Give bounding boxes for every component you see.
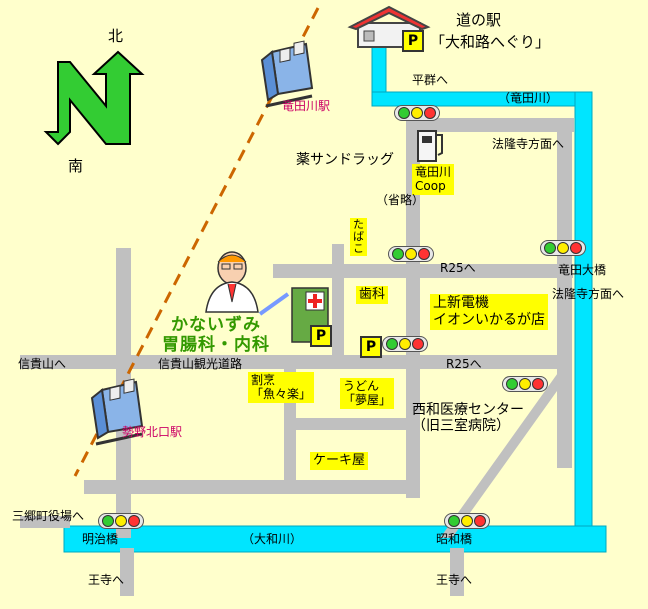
road-bottom-horizontal xyxy=(84,480,406,494)
yamato-river xyxy=(63,525,607,553)
dental-label: 歯科 xyxy=(356,286,389,304)
road-to-horyuji-upper xyxy=(406,118,574,132)
traffic-signal-icon xyxy=(540,240,586,256)
compass-north-label: 北 xyxy=(108,27,124,45)
clinic-name-label: かないずみ 胃腸科・内科 xyxy=(162,315,270,355)
to-heguri-label: 平群へ xyxy=(412,73,449,87)
road-cake-horizontal xyxy=(284,418,406,430)
to-horyuji-label-lower: 法隆寺方面へ xyxy=(552,287,625,301)
tatsuta-river xyxy=(574,91,593,533)
roadside-station-name: 道の駅 xyxy=(456,11,502,29)
udon-label: うどん 「夢屋」 xyxy=(340,378,395,409)
to-horyuji-label-upper: 法隆寺方面へ xyxy=(492,137,565,151)
road-vertical-center xyxy=(406,118,420,498)
parking-icon: P xyxy=(360,336,382,358)
tatsuta-bridge-label: 竜田大橋 xyxy=(558,263,607,277)
traffic-signal-icon xyxy=(382,336,428,352)
road-diagonal-showa xyxy=(440,370,572,538)
omitted-label: （省略） xyxy=(376,193,425,207)
doctor-icon xyxy=(205,251,290,316)
compass-south-label: 南 xyxy=(68,157,84,175)
tobacco-label: た ば こ xyxy=(350,218,367,257)
parking-icon: P xyxy=(402,30,424,52)
compass-arrow-icon xyxy=(43,50,145,146)
showa-bridge-label: 昭和橋 xyxy=(436,532,473,546)
meiji-bridge-label: 明治橋 xyxy=(82,532,119,546)
restaurant-label: 割烹 「魚々楽」 xyxy=(248,372,315,403)
to-oji-label-right: 王寺へ xyxy=(436,573,473,587)
drugstore-label: 薬サンドラッグ xyxy=(296,152,394,168)
seyakitaguchi-station-label: 勢野北口駅 xyxy=(122,425,183,439)
road-to-oji-left xyxy=(120,548,134,596)
tatsuta-river-top xyxy=(371,91,593,107)
traffic-signal-icon xyxy=(394,105,440,121)
gas-pump-icon xyxy=(417,130,443,162)
traffic-signal-icon xyxy=(388,246,434,262)
to-shigisan-label: 信貴山へ xyxy=(18,357,67,371)
train-icon xyxy=(260,40,314,108)
to-oji-label-left: 王寺へ xyxy=(88,573,125,587)
yamato-river-label: （大和川） xyxy=(242,532,303,546)
cake-shop-label: ケーキ屋 xyxy=(310,452,369,470)
traffic-signal-icon xyxy=(444,513,490,529)
electronics-label: 上新電機 イオンいかるが店 xyxy=(430,294,548,330)
road-to-oji-right xyxy=(450,548,464,596)
shigisan-road-label: 信貴山観光道路 xyxy=(158,357,243,371)
r25-lower-label: R25へ xyxy=(446,357,482,371)
roadside-station-subname: 「大和路へぐり」 xyxy=(430,33,551,51)
train-icon xyxy=(90,378,144,446)
parking-icon: P xyxy=(310,325,332,347)
to-sango-office-label: 三郷町役場へ xyxy=(12,509,85,523)
tatsutagawa-station-label: 竜田川駅 xyxy=(282,99,331,113)
coop-label: 竜田川 Coop xyxy=(412,164,455,195)
traffic-signal-icon xyxy=(502,376,548,392)
hospital-label: 西和医療センター （旧三室病院） xyxy=(412,402,524,435)
river-layer xyxy=(63,39,607,553)
traffic-signal-icon xyxy=(98,513,144,529)
tatsuta-river-label: （竜田川） xyxy=(498,91,559,105)
road-sango xyxy=(20,516,70,528)
road-dental-vertical xyxy=(332,244,344,360)
road-r25-upper xyxy=(273,264,573,278)
r25-upper-label: R25へ xyxy=(440,261,476,275)
